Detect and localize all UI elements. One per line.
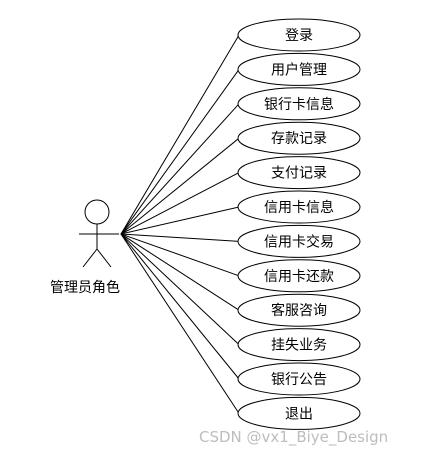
use-case: 银行卡信息	[237, 87, 361, 121]
association-line	[120, 137, 240, 235]
use-case-ellipse	[237, 18, 361, 52]
association-line	[120, 172, 240, 235]
actor-figure	[79, 199, 119, 268]
association-line	[120, 233, 240, 311]
use-case: 信用卡信息	[237, 190, 361, 224]
use-case-label: 客服咨询	[271, 302, 327, 319]
actor-left-leg	[82, 248, 98, 268]
use-case-ellipse	[237, 293, 361, 327]
association-line	[120, 233, 240, 345]
use-case-list: 登录用户管理银行卡信息存款记录支付记录信用卡信息信用卡交易信用卡还款客服咨询挂失…	[237, 18, 361, 430]
use-case-ellipse	[237, 396, 361, 430]
use-case: 信用卡还款	[237, 259, 361, 293]
use-case-ellipse	[237, 121, 361, 155]
association-lines	[120, 34, 240, 414]
use-case: 客服咨询	[237, 293, 361, 327]
association-line	[120, 233, 240, 380]
association-line	[120, 34, 240, 235]
use-case-label: 用户管理	[271, 61, 327, 78]
use-case-ellipse	[237, 259, 361, 293]
use-case: 退出	[237, 396, 361, 430]
use-case-label: 支付记录	[271, 166, 327, 182]
association-line	[120, 103, 240, 235]
use-case: 信用卡交易	[237, 224, 361, 258]
actor-head	[84, 199, 110, 225]
association-line	[120, 69, 240, 235]
association-line	[120, 233, 240, 242]
actor-right-leg	[96, 248, 112, 268]
use-case-ellipse	[237, 328, 361, 362]
use-case-label: 信用卡交易	[264, 233, 334, 250]
watermark: CSDN @vx1_Biye_Design	[199, 428, 389, 446]
use-case: 用户管理	[237, 52, 361, 86]
use-case-label: 信用卡还款	[264, 269, 334, 285]
use-case: 存款记录	[237, 121, 361, 155]
use-case-ellipse	[237, 190, 361, 224]
association-line	[120, 233, 240, 414]
use-case-label: 信用卡信息	[264, 199, 334, 216]
use-case-label: 银行卡信息	[264, 96, 334, 113]
association-line	[120, 206, 240, 235]
use-case-label: 登录	[285, 28, 313, 44]
association-line	[120, 233, 240, 277]
use-case-ellipse	[237, 224, 361, 258]
use-case: 支付记录	[237, 156, 361, 190]
use-case: 登录	[237, 18, 361, 52]
use-case-label: 存款记录	[271, 131, 327, 147]
use-case: 挂失业务	[237, 328, 361, 362]
use-case-label: 挂失业务	[271, 338, 327, 354]
use-case-label: 银行公告	[271, 372, 327, 388]
use-case-label: 退出	[285, 406, 313, 422]
use-case-ellipse	[237, 362, 361, 396]
use-case: 银行公告	[237, 362, 361, 396]
use-case-ellipse	[237, 52, 361, 86]
use-case-ellipse	[237, 156, 361, 190]
actor-label: 管理员角色	[50, 280, 120, 296]
use-case-ellipse	[237, 87, 361, 121]
